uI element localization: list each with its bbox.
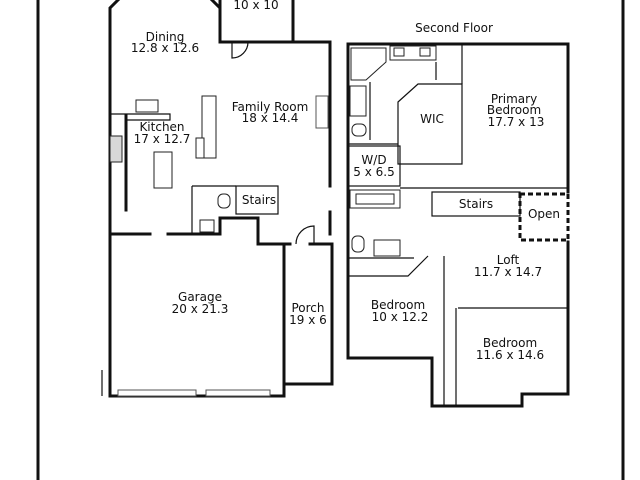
garage-top-wall-right: [166, 216, 292, 246]
hall-bath-tub-inner: [355, 193, 395, 205]
family-room-label: Family Room: [232, 100, 309, 114]
garage-label: Garage: [178, 290, 222, 304]
fireplace: [315, 95, 329, 129]
kitchen-sink: [135, 99, 159, 113]
family-room-top-wall: [248, 40, 332, 188]
laundry-dims: 5 x 6.5: [353, 165, 394, 179]
stairs-box: [235, 185, 279, 215]
first-floor-stairs-label: Stairs: [242, 193, 276, 207]
wic-walls: [397, 83, 463, 165]
open-label: Open: [528, 207, 560, 221]
powder-sink: [199, 219, 215, 233]
primary-bedroom-label-line2: Bedroom: [487, 103, 541, 117]
kitchen-range: [109, 135, 123, 163]
primary-bath-sink-1: [393, 47, 405, 57]
primary-bath-sink-2: [419, 47, 431, 57]
bedroom-left-entry: [348, 255, 429, 277]
family-room-bar-cap: [195, 137, 205, 159]
garage-door-right: [205, 389, 271, 397]
top-room-dims: 10 x 10: [233, 0, 278, 12]
loft-dims: 11.7 x 14.7: [474, 265, 542, 279]
open-to-below: [518, 192, 570, 242]
porch-door-swing: [295, 225, 315, 245]
kitchen-island: [153, 151, 173, 189]
first-floor-left-wall: [108, 0, 121, 236]
garage-door-left: [117, 389, 197, 397]
second-floor-bottom-wall: [346, 42, 570, 408]
kitchen-label: Kitchen: [139, 120, 184, 134]
family-room-bar: [201, 95, 217, 159]
dining-dims: 12.8 x 12.6: [131, 41, 199, 55]
laundry-label: W/D: [361, 153, 386, 167]
bedroom-left-dims: 10 x 12.2: [372, 310, 429, 324]
first-floor-plan: [101, 0, 334, 398]
porch-label: Porch: [291, 301, 324, 315]
loft-label: Loft: [497, 253, 520, 267]
second-floor-labels: Primary Bedroom 17.7 x 13 WIC W/D 5 x 6.…: [353, 92, 560, 362]
second-floor-title: Second Floor: [415, 21, 493, 35]
primary-toilet: [351, 123, 367, 137]
porch-walls: [282, 242, 334, 386]
kitchen-counter: [110, 113, 171, 121]
primary-bedroom-label-line1: Primary: [491, 92, 537, 106]
bedroom-left-label: Bedroom: [371, 298, 425, 312]
first-floor-top-wall: [209, 0, 234, 44]
kitchen-dims: 17 x 12.7: [134, 132, 191, 146]
primary-bedroom-dims: 17.7 x 13: [488, 115, 545, 129]
porch-dims: 19 x 6: [289, 313, 327, 327]
bedroom-right-label: Bedroom: [483, 336, 537, 350]
primary-bath-counter: [349, 85, 367, 117]
powder-toilet: [217, 193, 231, 209]
second-floor-stairs-label: Stairs: [459, 197, 493, 211]
dining-label: Dining: [146, 30, 185, 44]
family-room-dims: 18 x 14.4: [242, 111, 299, 125]
second-floor-outer-wall: [346, 42, 570, 194]
first-floor-labels: 10 x 10 Dining 12.8 x 12.6 Family Room 1…: [131, 0, 327, 327]
hall-bath-toilet: [351, 235, 365, 253]
second-floor-plan: [346, 42, 570, 408]
bedroom-right-dims: 11.6 x 14.6: [476, 348, 544, 362]
wic-label: WIC: [420, 112, 444, 126]
dining-door-swing: [231, 41, 249, 59]
hall-bath-sink: [373, 239, 401, 257]
corner-tub: [350, 47, 387, 81]
laundry-closet: [347, 145, 401, 187]
garage-dims: 20 x 21.3: [172, 302, 229, 316]
